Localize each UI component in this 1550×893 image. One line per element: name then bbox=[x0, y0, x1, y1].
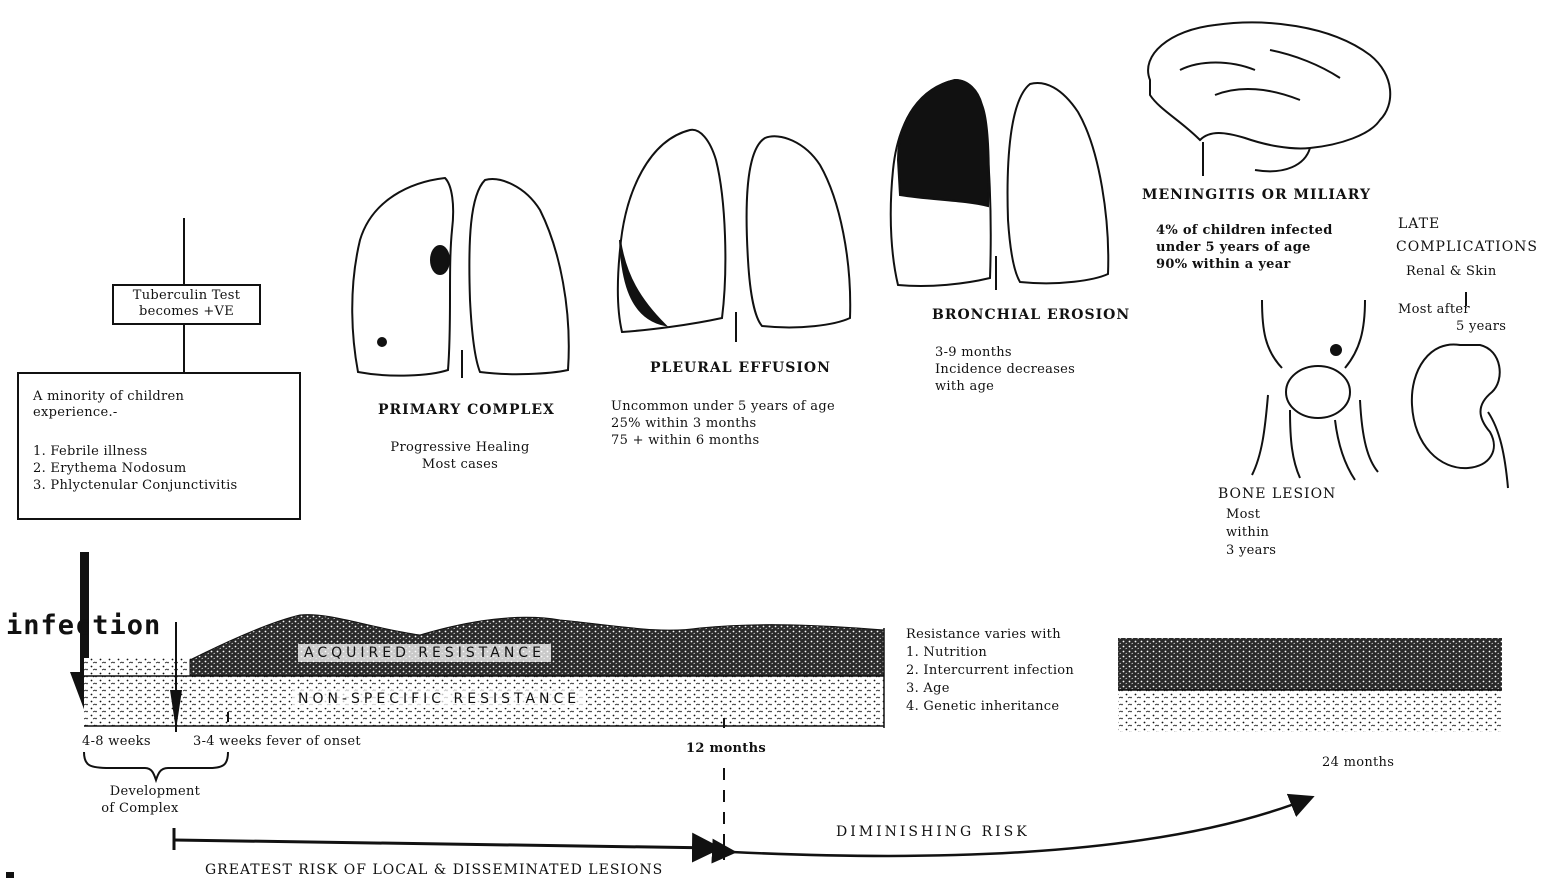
late-complications-line-2: COMPLICATIONS bbox=[1396, 239, 1538, 255]
meningitis-line-1: 4% of children infected bbox=[1156, 223, 1333, 239]
pleural-effusion-lungs bbox=[618, 130, 850, 342]
minority-item: 1. Febrile illness bbox=[33, 444, 148, 460]
diminishing-risk-label: DIMINISHING RISK bbox=[836, 824, 1030, 840]
primary-complex-line-2: Most cases bbox=[370, 457, 550, 473]
resistance-varies-intro: Resistance varies with bbox=[906, 627, 1061, 643]
late-complications-line-3: Renal & Skin bbox=[1406, 264, 1497, 280]
pleural-effusion-line-3: 75 + within 6 months bbox=[611, 433, 759, 449]
primary-complex-lungs bbox=[352, 178, 569, 378]
bone-lesion-title: BONE LESION bbox=[1218, 486, 1336, 502]
tuberculin-line-2: becomes +VE bbox=[114, 304, 259, 320]
pleural-effusion-line-2: 25% within 3 months bbox=[611, 416, 756, 432]
infection-label: infection bbox=[6, 618, 161, 634]
minority-item: 3. Phlyctenular Conjunctivitis bbox=[33, 478, 238, 494]
bronchial-erosion-line-1: 3-9 months bbox=[935, 345, 1012, 361]
timeline-12-months: 12 months bbox=[686, 741, 766, 757]
late-complications-line-5: 5 years bbox=[1456, 319, 1506, 335]
resistance-bands-24-months bbox=[1118, 638, 1502, 732]
development-label-1: Development bbox=[80, 784, 230, 800]
bone-lesion-line-2: within bbox=[1226, 525, 1269, 541]
bronchial-erosion-title: BRONCHIAL EROSION bbox=[932, 307, 1130, 323]
timeline-24-months: 24 months bbox=[1322, 755, 1394, 771]
non-specific-resistance-label: NON-SPECIFIC RESISTANCE bbox=[292, 690, 586, 708]
resistance-factor: 1. Nutrition bbox=[906, 645, 987, 661]
bronchial-erosion-line-3: with age bbox=[935, 379, 994, 395]
late-complications-line-1: LATE bbox=[1398, 216, 1440, 232]
development-bracket bbox=[84, 752, 228, 780]
development-label-2: of Complex bbox=[80, 801, 200, 817]
bone-lesion-line-3: 3 years bbox=[1226, 543, 1276, 559]
bronchial-erosion-line-2: Incidence decreases bbox=[935, 362, 1075, 378]
timeline-3-4-weeks: 3-4 weeks fever of onset bbox=[193, 734, 361, 750]
greatest-risk-arrow bbox=[174, 828, 716, 850]
meningitis-title: MENINGITIS OR MILIARY bbox=[1142, 187, 1371, 203]
tuberculin-line-1: Tuberculin Test bbox=[114, 288, 259, 304]
resistance-factor: 2. Intercurrent infection bbox=[906, 663, 1074, 679]
bronchial-erosion-lungs bbox=[891, 80, 1109, 290]
minority-children-box: A minority of children experience.- 1. F… bbox=[17, 372, 301, 520]
minority-intro-1: A minority of children bbox=[33, 389, 184, 405]
primary-complex-title: PRIMARY COMPLEX bbox=[378, 402, 555, 418]
resistance-factor: 4. Genetic inheritance bbox=[906, 699, 1059, 715]
acquired-resistance-label: ACQUIRED RESISTANCE bbox=[298, 644, 551, 662]
tuberculin-test-box: Tuberculin Test becomes +VE bbox=[112, 284, 261, 325]
greatest-risk-label: GREATEST RISK OF LOCAL & DISSEMINATED LE… bbox=[205, 862, 663, 878]
primary-complex-line-1: Progressive Healing bbox=[370, 440, 550, 456]
pleural-effusion-title: PLEURAL EFFUSION bbox=[650, 360, 831, 376]
knee-bone-illustration bbox=[1252, 300, 1378, 480]
late-complications-line-4: Most after bbox=[1398, 302, 1470, 318]
meningitis-line-3: 90% within a year bbox=[1156, 257, 1291, 273]
resistance-bands-main bbox=[84, 615, 884, 728]
minority-item: 2. Erythema Nodosum bbox=[33, 461, 187, 477]
timeline-4-8-weeks: 4-8 weeks bbox=[82, 734, 151, 750]
pleural-effusion-line-1: Uncommon under 5 years of age bbox=[611, 399, 835, 415]
minority-intro-2: experience.- bbox=[33, 405, 118, 421]
brain-illustration bbox=[1148, 23, 1390, 176]
resistance-factor: 3. Age bbox=[906, 681, 950, 697]
meningitis-line-2: under 5 years of age bbox=[1156, 240, 1311, 256]
bone-lesion-line-1: Most bbox=[1226, 507, 1260, 523]
scan-mark bbox=[6, 872, 14, 878]
